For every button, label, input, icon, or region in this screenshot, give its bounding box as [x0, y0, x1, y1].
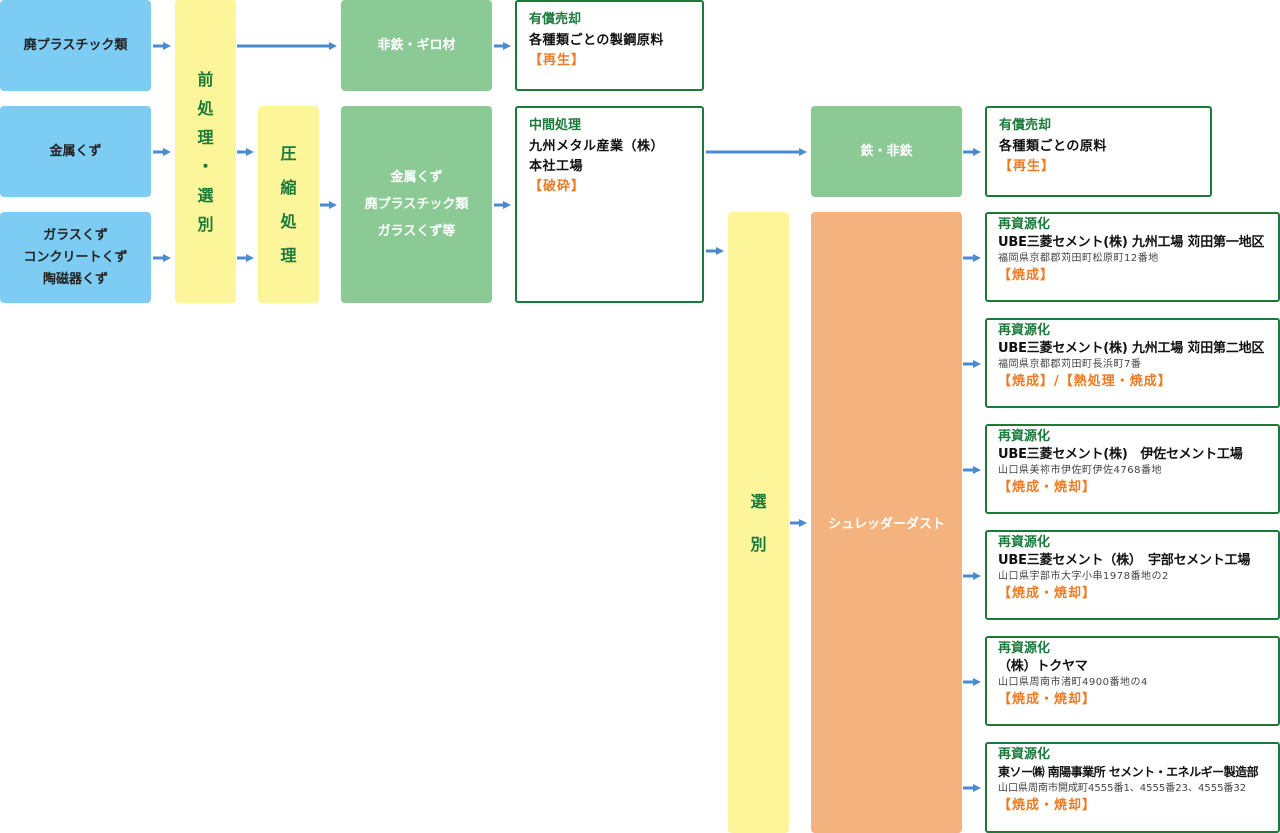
recycling-title: 再資源化	[998, 747, 1051, 762]
pretreatment-char: 処	[197, 98, 214, 118]
result-tag: 【再生】	[999, 159, 1056, 174]
recycling-title: 再資源化	[998, 323, 1051, 338]
pretreatment-sorting-box: 前 処 理 ・ 選 別	[175, 0, 236, 303]
recycling-name: UBE三菱セメント(株) 伊佐セメント工場	[998, 447, 1243, 462]
shredder-dust-box: シュレッダーダスト	[811, 212, 962, 833]
material-mixed-label: 廃プラスチック類	[364, 197, 469, 212]
result-tag: 【再生】	[529, 53, 586, 68]
source-plastic-label: 廃プラスチック類	[23, 37, 128, 53]
sorting-char: 選	[750, 491, 767, 511]
result-sale-steel: 有償売却 各種類ごとの製鋼原料 【再生】	[515, 0, 704, 91]
shredder-dust-label: シュレッダーダスト	[828, 517, 945, 532]
material-iron-nonferrous: 鉄・非鉄	[811, 106, 962, 197]
compression-char: 縮	[280, 177, 297, 197]
pretreatment-char: 選	[197, 185, 214, 205]
recycling-item: 再資源化 UBE三菱セメント(株) 九州工場 苅田第一地区 福岡県京都郡苅田町松…	[985, 212, 1280, 302]
recycling-address: 山口県宇部市大字小串1978番地の2	[998, 571, 1169, 582]
recycling-item: 再資源化 UBE三菱セメント(株) 九州工場 苅田第二地区 福岡県京都郡苅田町長…	[985, 318, 1280, 408]
recycling-tag: 【焼成・焼却】	[998, 798, 1097, 813]
pretreatment-char: 別	[197, 214, 214, 234]
source-ceramic-label: 陶磁器くず	[42, 271, 108, 287]
recycling-title: 再資源化	[998, 429, 1051, 444]
recycling-title: 再資源化	[998, 217, 1051, 232]
recycling-address: 福岡県京都郡苅田町長浜町7番	[998, 359, 1142, 370]
sorting-char: 別	[750, 534, 767, 554]
source-metal: 金属くず	[0, 106, 151, 197]
recycling-address: 山口県美祢市伊佐町伊佐4768番地	[998, 465, 1162, 476]
result-line: 本社工場	[529, 159, 584, 174]
recycling-name: UBE三菱セメント(株) 九州工場 苅田第二地区	[998, 341, 1265, 356]
recycling-item: 再資源化 UBE三菱セメント(株) 伊佐セメント工場 山口県美祢市伊佐町伊佐47…	[985, 424, 1280, 514]
recycling-item: 再資源化 （株）トクヤマ 山口県周南市渚町4900番地の4 【焼成・焼却】	[985, 636, 1280, 726]
result-title: 有償売却	[999, 118, 1052, 133]
result-tag: 【破砕】	[529, 179, 586, 194]
source-plastic: 廃プラスチック類	[0, 0, 151, 91]
pretreatment-char: ・	[197, 156, 214, 176]
result-line: 各種類ごとの製鋼原料	[529, 33, 664, 48]
recycling-address: 福岡県京都郡苅田町松原町12番地	[998, 253, 1159, 264]
recycling-name: UBE三菱セメント(株) 九州工場 苅田第一地区	[998, 235, 1265, 250]
recycling-title: 再資源化	[998, 641, 1051, 656]
result-title: 有償売却	[529, 12, 582, 27]
material-nonferrous-scrap: 非鉄・ギロ材	[341, 0, 492, 91]
compression-char: 処	[280, 211, 297, 231]
recycling-item: 再資源化 東ソー㈱ 南陽事業所 セメント・エネルギー製造部 山口県周南市開成町4…	[985, 742, 1280, 833]
recycling-name: 東ソー㈱ 南陽事業所 セメント・エネルギー製造部	[998, 765, 1259, 779]
compression-box: 圧 縮 処 理	[258, 106, 319, 303]
recycling-name: UBE三菱セメント（株） 宇部セメント工場	[998, 553, 1251, 568]
sorting-box: 選 別	[728, 212, 789, 833]
recycling-address: 山口県周南市渚町4900番地の4	[998, 677, 1148, 688]
result-line: 九州メタル産業（株）	[529, 139, 665, 154]
source-metal-label: 金属くず	[49, 143, 102, 159]
source-concrete-label: コンクリートくず	[23, 249, 128, 265]
recycling-tag: 【焼成】	[998, 268, 1055, 283]
compression-char: 理	[280, 245, 297, 265]
material-mixed: 金属くず 廃プラスチック類 ガラスくず等	[341, 106, 492, 303]
recycling-tag: 【焼成】/【熱処理・焼成】	[998, 374, 1172, 389]
material-mixed-label: ガラスくず等	[377, 224, 456, 239]
recycling-tag: 【焼成・焼却】	[998, 692, 1097, 707]
pretreatment-char: 理	[197, 127, 214, 147]
material-nonferrous-scrap-label: 非鉄・ギロ材	[377, 38, 456, 53]
recycling-title: 再資源化	[998, 535, 1051, 550]
source-glass: ガラスくず コンクリートくず 陶磁器くず	[0, 212, 151, 303]
material-iron-nonferrous-label: 鉄・非鉄	[860, 144, 913, 159]
compression-char: 圧	[280, 143, 297, 163]
pretreatment-char: 前	[197, 69, 214, 89]
recycling-address: 山口県周南市開成町4555番1、4555番23、4555番32	[998, 783, 1247, 794]
recycling-item: 再資源化 UBE三菱セメント（株） 宇部セメント工場 山口県宇部市大字小串197…	[985, 530, 1280, 620]
result-line: 各種類ごとの原料	[999, 139, 1107, 154]
material-mixed-label: 金属くず	[390, 170, 443, 185]
result-middle-treatment: 中間処理 九州メタル産業（株） 本社工場 【破砕】	[515, 106, 704, 303]
result-sale-raw: 有償売却 各種類ごとの原料 【再生】	[985, 106, 1212, 197]
source-glass-label: ガラスくず	[43, 227, 108, 243]
result-title: 中間処理	[529, 118, 582, 133]
recycling-tag: 【焼成・焼却】	[998, 586, 1097, 601]
recycling-name: （株）トクヤマ	[998, 659, 1088, 674]
recycling-tag: 【焼成・焼却】	[998, 480, 1097, 495]
